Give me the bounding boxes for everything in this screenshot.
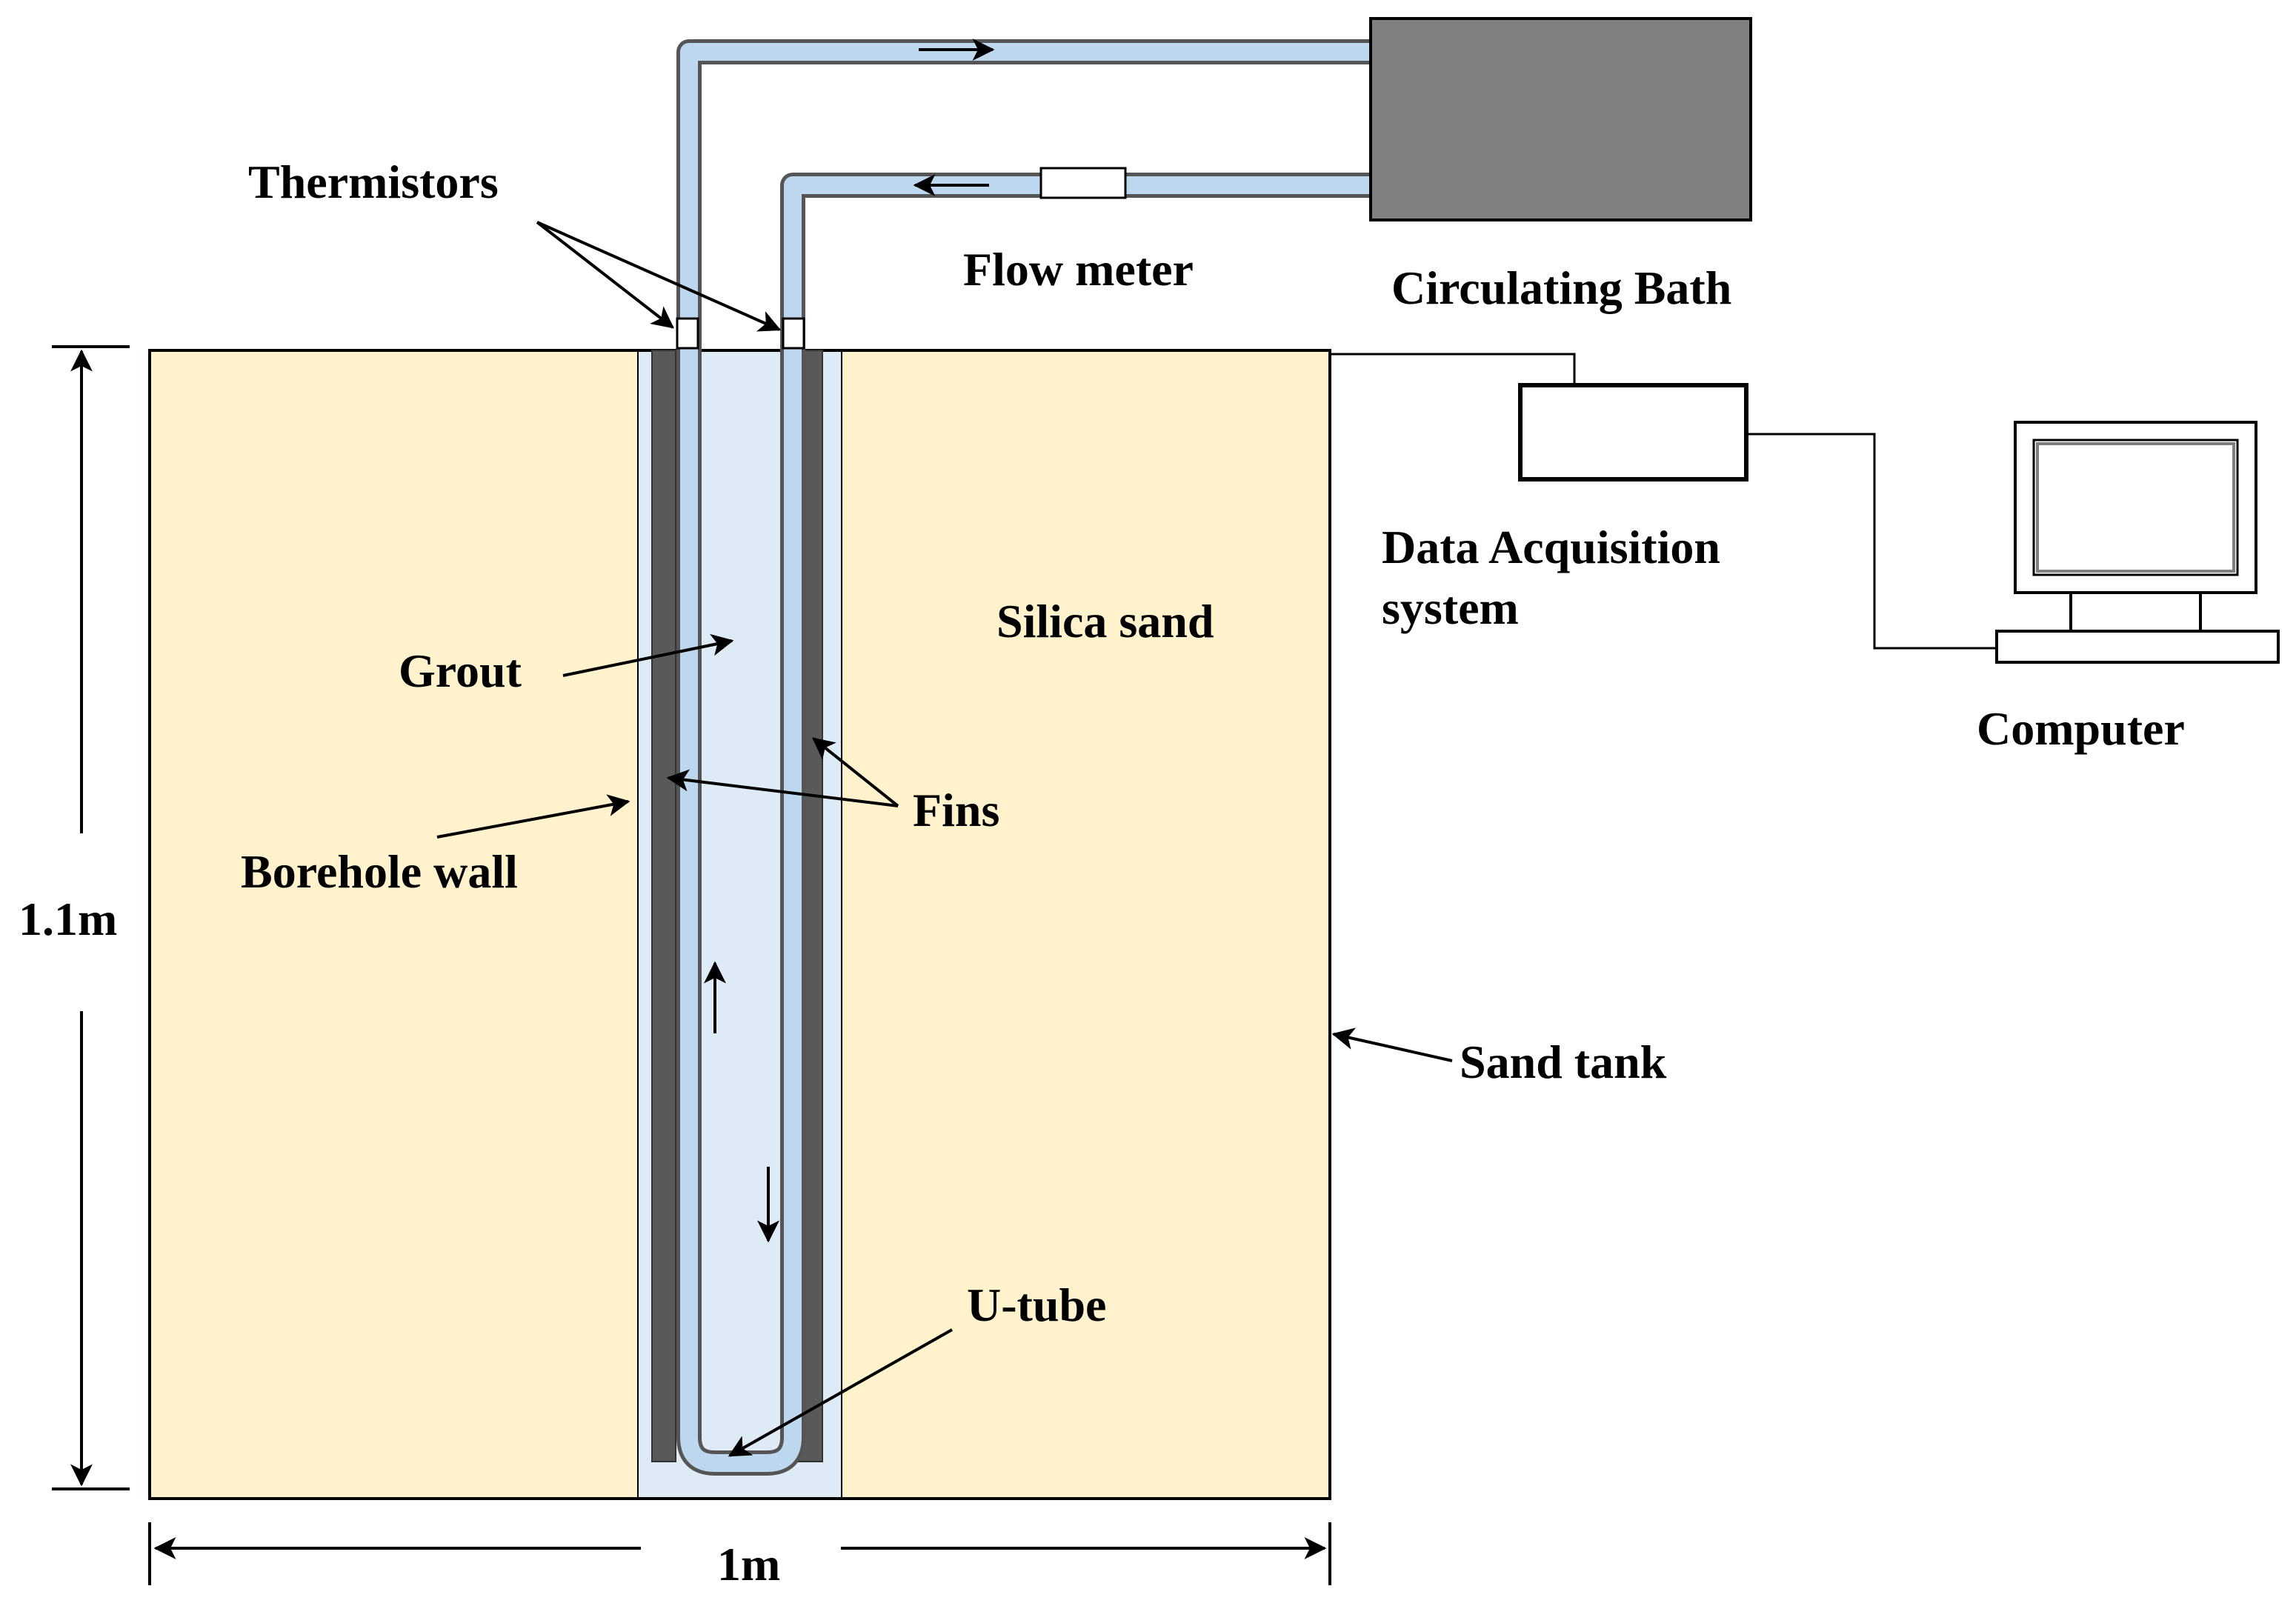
label-grout: Grout — [399, 644, 522, 697]
label-silica-sand: Silica sand — [996, 595, 1214, 647]
label-width-dimension: 1m — [717, 1538, 780, 1590]
u-tube-piping — [676, 39, 1383, 1476]
label-circulating-bath: Circulating Bath — [1391, 261, 1731, 314]
data-acquisition-box — [1518, 383, 1748, 482]
fin-left — [651, 350, 676, 1462]
label-computer: Computer — [1977, 702, 2185, 755]
label-height-dimension: 1.1m — [19, 893, 117, 945]
leader-arrows — [436, 221, 1453, 1457]
height-dimension — [52, 345, 130, 1490]
wire-tank-to-daq — [1330, 353, 1576, 385]
sand-tank-left — [148, 349, 640, 1500]
label-sand-tank: Sand tank — [1460, 1036, 1667, 1088]
label-flow-meter: Flow meter — [963, 243, 1194, 296]
thermistor-1 — [676, 317, 699, 350]
label-fins: Fins — [913, 784, 999, 836]
label-daq-line2: system — [1382, 582, 1519, 634]
wire-daq-to-computer — [1746, 433, 2000, 650]
width-dimension — [148, 1522, 1331, 1585]
thermistor-2 — [782, 317, 805, 350]
flow-meter — [1039, 167, 1127, 199]
circulating-bath — [1369, 17, 1752, 221]
sand-tank-right — [839, 349, 1331, 1500]
label-u-tube: U-tube — [967, 1279, 1106, 1331]
label-borehole-wall: Borehole wall — [241, 845, 518, 898]
label-thermistors: Thermistors — [248, 156, 499, 208]
label-daq-line1: Data Acquisition — [1382, 521, 1720, 573]
computer-icon — [1995, 421, 2280, 664]
